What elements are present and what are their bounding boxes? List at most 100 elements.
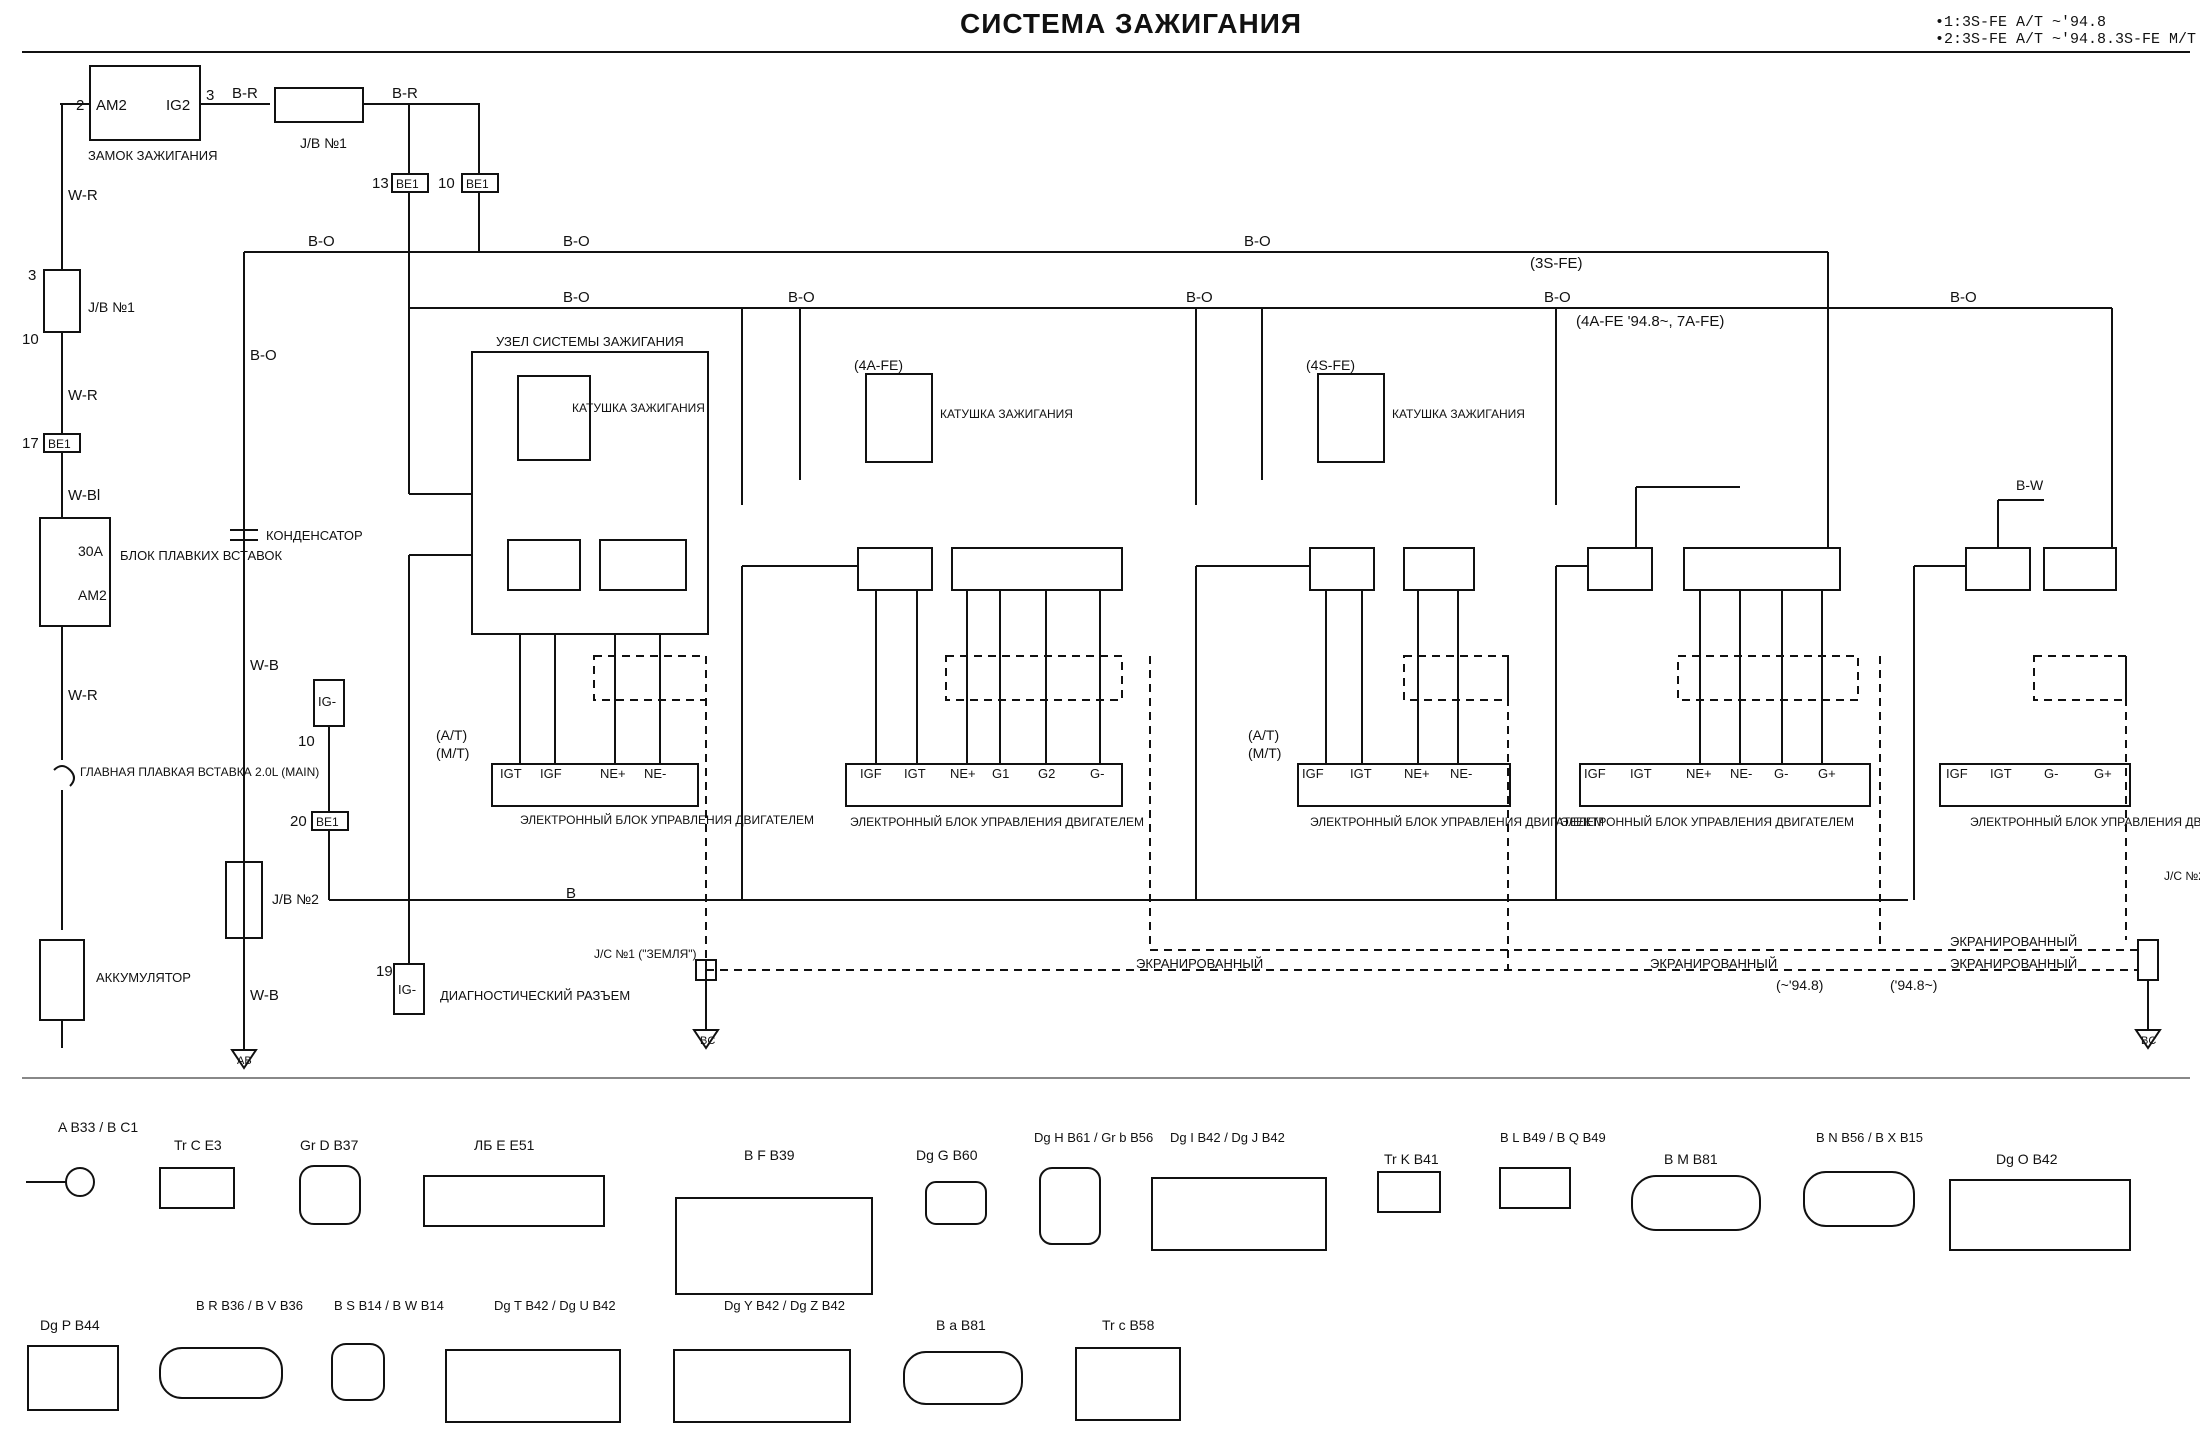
ecu-3-at: (A/T) <box>1248 727 1279 743</box>
be1-13-tag: BE1 <box>396 177 419 191</box>
ecu-4-term-5: G- <box>1774 766 1788 781</box>
be1-10-pin: 10 <box>438 175 455 192</box>
ground-bc-right <box>2134 1029 2162 1050</box>
ign-switch-label: ЗАМОК ЗАЖИГАНИЯ <box>88 148 217 163</box>
ecu-5-term-3: G- <box>2044 766 2058 781</box>
commutator-4 <box>1587 547 1653 591</box>
ecu-4-label: ЭЛЕКТРОННЫЙ БЛОК УПРАВЛЕНИЯ ДВИГАТЕЛЕМ <box>1560 814 1854 829</box>
ecu-4-term-6: G+ <box>1818 766 1836 781</box>
connector-b42-o: Dg O B42 <box>1949 1151 2131 1251</box>
connector-b49-ref: B L B49 / B Q B49 <box>1500 1130 1606 1145</box>
ecu-3 <box>1297 763 1511 807</box>
era-after: ('94.8~) <box>1890 977 1937 993</box>
ecu-1-term-1: IGT <box>500 766 522 781</box>
ground-bc-left-label: BC <box>700 1035 715 1047</box>
tacho-tag: IG- <box>318 694 336 709</box>
connector-b42-yz-ref: Dg Y B42 / Dg Z B42 <box>724 1298 845 1313</box>
ecu-2-term-1: IGF <box>860 766 882 781</box>
ecu-5 <box>1939 763 2131 807</box>
main-fuse-label: ГЛАВНАЯ ПЛАВКАЯ ВСТАВКА 2.0L (MAIN) <box>80 765 319 779</box>
header-3s-fe: (3S-FE) <box>1530 255 1583 272</box>
page-title: СИСТЕМА ЗАЖИГАНИЯ <box>960 8 1302 39</box>
jc2 <box>2137 939 2159 981</box>
shielded-label-3: ЭКРАНИРОВАННЫЙ <box>1950 934 2077 949</box>
ecu-3-term-2: IGT <box>1350 766 1372 781</box>
ign-pin-2: 2 <box>76 97 84 114</box>
ground-ab <box>230 1049 258 1070</box>
connector-b56-b15: B N B56 / B X B15 <box>1803 1130 1923 1227</box>
connector-b42-ij: Dg I B42 / Dg J B42 <box>1151 1130 1327 1251</box>
coil-1 <box>517 375 591 461</box>
connector-e51: ЛБ E E51 <box>423 1137 605 1227</box>
jc2-label: J/C №2 ("ЗЕМЛЯ") <box>2164 869 2200 883</box>
connector-b58: Tr c B58 <box>1075 1317 1181 1421</box>
ecu-4-term-1: IGF <box>1584 766 1606 781</box>
be1-10-tag: BE1 <box>466 177 489 191</box>
main-fuse <box>53 765 75 787</box>
connector-b58-ref: Tr c B58 <box>1102 1317 1155 1333</box>
ecu-2-label: ЭЛЕКТРОННЫЙ БЛОК УПРАВЛЕНИЯ ДВИГАТЕЛЕМ <box>850 814 1144 829</box>
ecu-3-mt: (M/T) <box>1248 745 1281 761</box>
note-4a-7a: (4A-FE '94.8~, 7A-FE) <box>1576 313 1724 330</box>
connector-b14-ref: B S B14 / B W B14 <box>334 1298 444 1313</box>
jb1-left <box>43 269 81 333</box>
wire-b-o-2: B-O <box>563 233 590 250</box>
ecu-3-term-1: IGF <box>1302 766 1324 781</box>
ecu-4-term-4: NE- <box>1730 766 1752 781</box>
distributor-2 <box>951 547 1123 591</box>
ecu-5-term-2: IGT <box>1990 766 2012 781</box>
fuse-block-label: БЛОК ПЛАВКИХ ВСТАВОК <box>120 548 283 563</box>
diag-connector <box>393 963 425 1015</box>
ign-term-ig2: IG2 <box>166 97 190 114</box>
connector-b44-ref: Dg P B44 <box>40 1317 100 1333</box>
distributor-1 <box>599 539 687 591</box>
connector-b81-a-ref: B a B81 <box>936 1317 986 1333</box>
ecu-1-label: ЭЛЕКТРОННЫЙ БЛОК УПРАВЛЕНИЯ ДВИГАТЕЛЕМ <box>520 812 814 827</box>
ecu-2-term-2: IGT <box>904 766 926 781</box>
ecu-2-term-5: G2 <box>1038 766 1055 781</box>
wire-b-r-2: B-R <box>392 85 418 102</box>
variant-note-2: •2:3S-FE A/T ~'94.8.3S-FE M/T <box>1934 31 2196 48</box>
jb1-left-label: J/B №1 <box>88 299 135 315</box>
ecu-2-term-3: NE+ <box>950 766 976 781</box>
diag-tag: IG- <box>398 982 416 997</box>
connector-e51-ref: ЛБ E E51 <box>474 1137 535 1153</box>
ecu-1 <box>491 763 699 807</box>
distributor-3 <box>1403 547 1475 591</box>
wire-w-r-left-2: W-R <box>68 387 98 404</box>
ign-pin-3: 3 <box>206 87 214 104</box>
ground-bc-left <box>692 1029 720 1050</box>
be1-13-pin: 13 <box>372 175 389 192</box>
coil-3 <box>1317 373 1385 463</box>
coil-2 <box>865 373 933 463</box>
ecu-4-term-3: NE+ <box>1686 766 1712 781</box>
connector-b37-ref: Gr D B37 <box>300 1137 359 1153</box>
coil-2-label: КАТУШКА ЗАЖИГАНИЯ <box>940 407 1073 421</box>
jb1-top <box>274 87 364 123</box>
ign-term-am2: AM2 <box>96 97 127 114</box>
jb1-left-p3: 3 <box>28 267 36 284</box>
jc1-label: J/C №1 ("ЗЕМЛЯ") <box>594 947 697 961</box>
distributor-4 <box>1683 547 1841 591</box>
distributor-5 <box>2043 547 2117 591</box>
connector-b14: B S B14 / B W B14 <box>331 1298 444 1401</box>
be1-17-pin: 17 <box>22 435 39 452</box>
connector-b39-ref: B F B39 <box>744 1147 795 1163</box>
ecu-1-term-2: IGF <box>540 766 562 781</box>
connector-b61-b56: Dg H B61 / Gr b B56 <box>1034 1130 1153 1245</box>
shielded-label-4: ЭКРАНИРОВАННЫЙ <box>1950 956 2077 971</box>
fuse-rating: 30A <box>78 543 104 559</box>
fuse-block-am2 <box>39 517 111 627</box>
tacho-pin: 10 <box>298 733 315 750</box>
ecu-5-label: ЭЛЕКТРОННЫЙ БЛОК УПРАВЛЕНИЯ ДВИГАТЕЛЕМ <box>1970 814 2200 829</box>
connector-b81-a: B a B81 <box>903 1317 1023 1405</box>
wire-w-bl: W-Bl <box>68 487 100 504</box>
header-4s-fe: (4S-FE) <box>1306 357 1355 373</box>
connector-b81-ref: B M B81 <box>1664 1151 1718 1167</box>
wire-b-o-8: B-O <box>1950 289 1977 306</box>
wire-b-o-5: B-O <box>788 289 815 306</box>
wire-w-b-2: W-B <box>250 987 279 1004</box>
ecu-2 <box>845 763 1123 807</box>
ecu-1-at: (A/T) <box>436 727 467 743</box>
